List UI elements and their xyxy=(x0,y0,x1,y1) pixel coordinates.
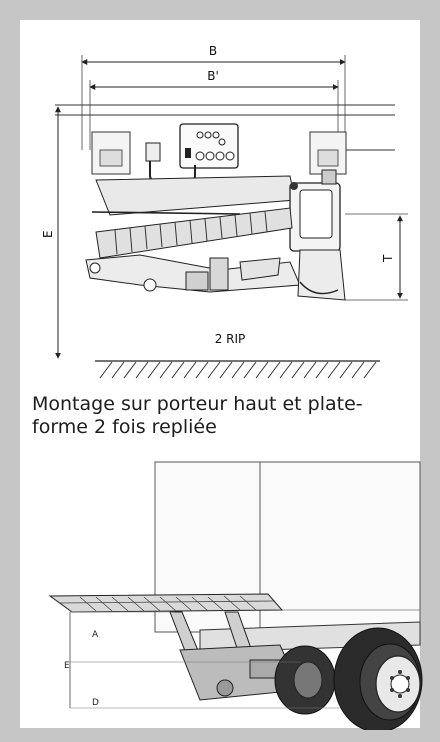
caption-line-2: forme 2 fois repliée xyxy=(32,416,217,438)
caption-text: Montage sur porteur haut et plate- forme… xyxy=(32,393,412,439)
model-label: 2 RIP xyxy=(215,332,246,346)
dimension-a-label: A xyxy=(92,630,99,640)
dimension-e-label-bottom: E xyxy=(64,661,70,671)
dimension-b-prime-label: B' xyxy=(207,69,219,83)
dimension-d-label: D xyxy=(92,698,99,708)
dimension-t-label: T xyxy=(381,254,395,263)
folded-liftgate-diagram: B B' E T xyxy=(41,44,408,379)
caption-line-1: Montage sur porteur haut et plate- xyxy=(32,393,363,415)
dimension-b-label: B xyxy=(209,44,217,58)
control-box xyxy=(179,123,239,169)
dimension-e-label: E xyxy=(41,230,55,238)
truck-mount-illustration: A E D xyxy=(48,461,423,730)
